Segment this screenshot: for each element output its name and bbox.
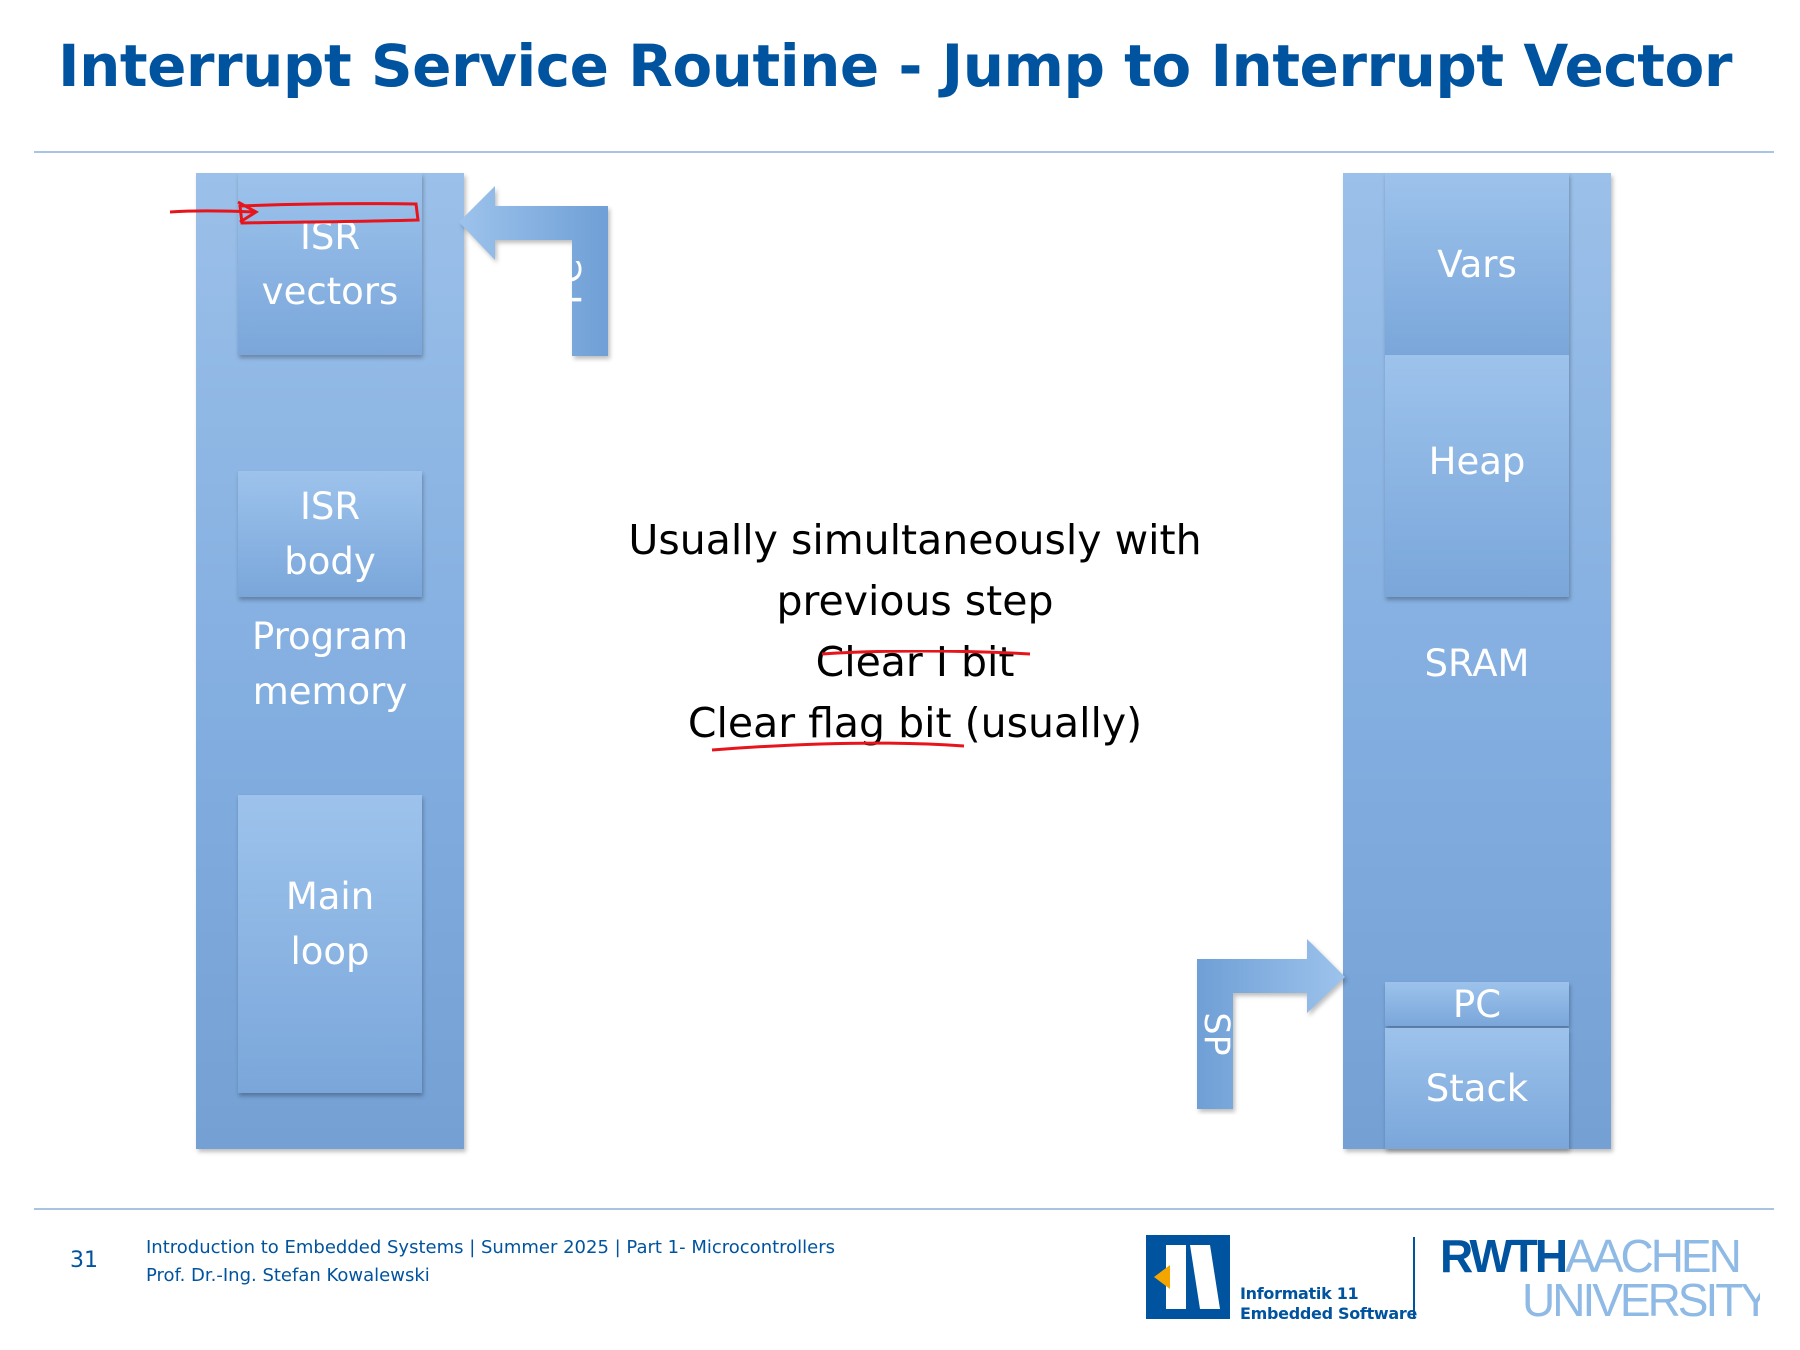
heap-block: Heap: [1385, 355, 1569, 597]
stacked-pc-label: PC: [1452, 982, 1502, 1026]
sp-pointer-label: SP: [1196, 1012, 1236, 1056]
stack-label: Stack: [1425, 1067, 1529, 1110]
note-line-4-rest: (usually): [951, 699, 1143, 747]
note-line-4: Clear flag bit (usually): [600, 693, 1230, 754]
stacked-pc-block: PC: [1385, 982, 1569, 1026]
rwth-word: RWTH: [1440, 1232, 1566, 1282]
i11-line-1: Informatik 11: [1240, 1284, 1359, 1303]
note-line-2: previous step: [776, 577, 1054, 625]
annotation-underlines: [711, 650, 1031, 752]
title-divider: [34, 151, 1774, 153]
sram-label: SRAM: [1424, 642, 1530, 685]
program-memory-label: Program memory: [251, 615, 409, 713]
pc-pointer-arrow: [459, 186, 608, 356]
course-info: Introduction to Embedded Systems | Summe…: [146, 1237, 836, 1258]
rwth-aachen-logo: RWTHAACHEN UNIVERSITY: [1440, 1232, 1760, 1322]
pc-pointer-label: PC: [550, 259, 590, 305]
note-line-1: Usually simultaneously with: [628, 516, 1202, 564]
note-line-3: Clear I bit: [815, 638, 1015, 686]
isr-body-block: ISR body: [238, 471, 422, 597]
step-notes: Usually simultaneously with previous ste…: [600, 510, 1230, 754]
university-word: UNIVERSITY: [1522, 1274, 1760, 1322]
annotation-arrow-mark: [170, 200, 420, 225]
logo-separator: [1413, 1237, 1415, 1319]
vars-label: Vars: [1437, 242, 1517, 286]
aachen-word: AACHEN: [1565, 1232, 1739, 1282]
page-title: Interrupt Service Routine - Jump to Inte…: [58, 32, 1732, 100]
footer-divider: [34, 1208, 1774, 1210]
heap-label: Heap: [1428, 439, 1526, 483]
stack-block: Stack: [1385, 1028, 1569, 1149]
note-line-4-main: Clear flag bit: [687, 699, 952, 747]
svg-text:RWTHAACHEN: RWTHAACHEN: [1440, 1232, 1739, 1282]
i11-line-2: Embedded Software: [1240, 1304, 1418, 1323]
main-loop-label: Main loop: [285, 875, 375, 973]
sp-pointer-arrow: [1197, 939, 1345, 1109]
main-loop-block: Main loop: [238, 795, 422, 1093]
page-number: 31: [70, 1248, 98, 1273]
author-info: Prof. Dr.-Ing. Stefan Kowalewski: [146, 1265, 430, 1286]
isr-body-label: ISR body: [284, 485, 376, 583]
vars-block: Vars: [1385, 173, 1569, 355]
informatik-11-logo-icon: [1146, 1235, 1230, 1319]
